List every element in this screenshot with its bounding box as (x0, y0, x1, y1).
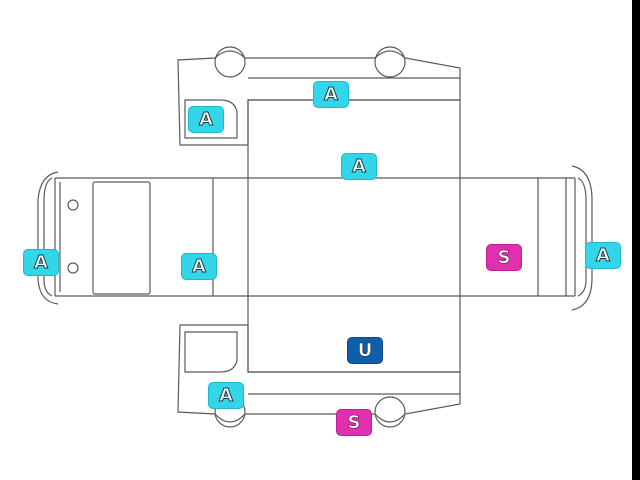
badge-left-end[interactable]: A (23, 249, 59, 276)
badge-left-panel[interactable]: A (181, 253, 217, 280)
badge-right-panel[interactable]: S (486, 244, 522, 271)
badge-bottom-door[interactable]: A (208, 382, 244, 409)
badge-roof-front[interactable]: A (313, 81, 349, 108)
roof-panel (247, 99, 461, 373)
bottom-wheel-rear (374, 396, 406, 428)
top-wheel-rear (374, 46, 406, 78)
rear-bumper (571, 165, 593, 311)
front-light-bottom (67, 262, 79, 274)
front-bumper (37, 171, 59, 305)
bottom-door-window (184, 331, 238, 373)
badge-right-end[interactable]: A (585, 242, 621, 269)
top-wheel-front (214, 46, 246, 78)
right-edge-border (632, 0, 640, 480)
front-light-top (67, 199, 79, 211)
badge-bottom-wheel[interactable]: S (336, 409, 372, 436)
windshield (92, 181, 151, 295)
badge-roof-top[interactable]: A (341, 153, 377, 180)
top-door-window (184, 99, 238, 139)
badge-top-door[interactable]: A (188, 106, 224, 133)
badge-bottom-panel[interactable]: U (347, 337, 383, 364)
